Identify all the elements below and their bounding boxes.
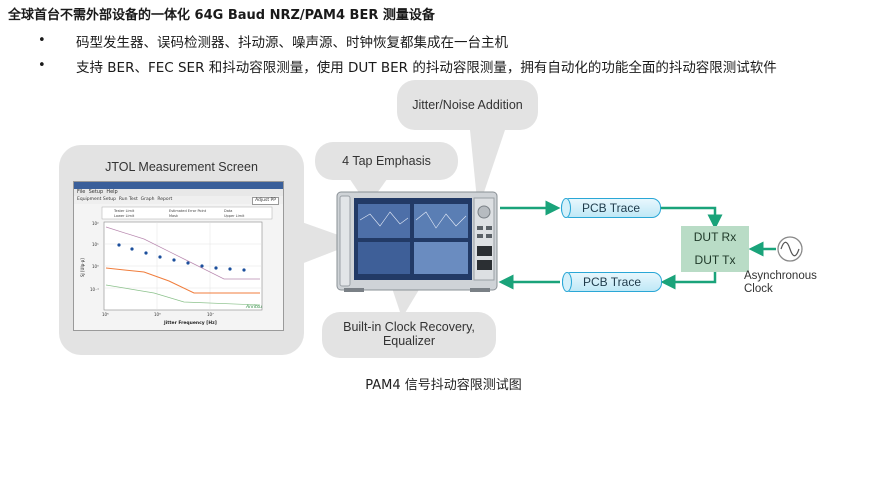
bullet-marker: • xyxy=(38,33,46,48)
pcb-to-dut-rx-arrow xyxy=(661,206,723,230)
ber-tester-instrument xyxy=(336,191,498,292)
list-item: • 码型发生器、误码检测器、抖动源、噪声源、时钟恢复都集成在一台主机 xyxy=(38,28,777,53)
clock-recovery-line1: Built-in Clock Recovery, xyxy=(343,320,475,334)
jitter-noise-callout-label: Jitter/Noise Addition xyxy=(412,98,523,112)
clock-recovery-callout: Built-in Clock Recovery, Equalizer xyxy=(322,312,496,358)
emphasis-callout-label: 4 Tap Emphasis xyxy=(342,154,431,168)
sine-wave-icon xyxy=(780,241,800,257)
jitter-noise-callout: Jitter/Noise Addition xyxy=(397,80,538,130)
pcb-trace-top: PCB Trace xyxy=(561,198,661,218)
jtol-legend-item: Upper Limit xyxy=(224,214,245,218)
jtol-legend-item: Mask xyxy=(169,214,179,218)
jtol-titlebar xyxy=(74,182,283,189)
jtol-xtick: 10⁷ xyxy=(207,312,214,317)
dut-box: DUT Rx DUT Tx xyxy=(681,226,749,272)
bullet-text: 支持 BER、FEC SER 和抖动容限测量，使用 DUT BER 的抖动容限测… xyxy=(76,59,777,76)
heading: 全球首台不需外部设备的一体化 64G Baud NRZ/PAM4 BER 测量设… xyxy=(8,8,435,23)
jtol-legend-item: Lower Limit xyxy=(114,214,135,218)
emphasis-callout: 4 Tap Emphasis xyxy=(315,142,458,180)
jtol-legend-box xyxy=(101,206,273,220)
jtol-data-points xyxy=(117,243,246,272)
dut-rx-label: DUT Rx xyxy=(693,230,737,244)
instrument-buttons xyxy=(477,226,492,270)
instrument-knob xyxy=(477,205,491,219)
pcb-trace-bottom: PCB Trace xyxy=(562,272,662,292)
jtol-ytick: 10⁰ xyxy=(92,264,99,269)
jtol-ylabel: SJ [UIp-p] xyxy=(80,258,85,277)
instrument-foot xyxy=(470,288,490,292)
screen-panel xyxy=(358,242,410,274)
clock-label-line2: Clock xyxy=(744,283,773,295)
screen-panel xyxy=(414,242,468,274)
jtol-pointer xyxy=(296,220,358,266)
instrument-control-panel xyxy=(473,197,495,281)
jtol-callout-label: JTOL Measurement Screen xyxy=(105,160,258,174)
anritsu-logo: Anritsu xyxy=(245,304,262,310)
jtol-xtick: 10⁶ xyxy=(154,312,161,317)
clock-label-line1: Asynchronous xyxy=(744,270,817,282)
jtol-graph: Tester Limit Estimated Error Point Data … xyxy=(80,206,273,326)
clock-recovery-line2: Equalizer xyxy=(382,334,436,348)
jtol-menu-setup: Setup xyxy=(88,189,104,195)
tab-equipment-setup: Equipment Setup xyxy=(77,197,116,202)
jtol-lower-limit-curve xyxy=(105,284,261,306)
jtol-xtick: 10⁵ xyxy=(102,312,109,317)
tab-graph: Graph xyxy=(140,197,155,202)
instrument-handle-left xyxy=(339,195,351,287)
jtol-menu-file: File xyxy=(77,189,86,195)
dut-tx-label: DUT Tx xyxy=(694,253,736,267)
jtol-ytick: 10⁻¹ xyxy=(90,287,99,292)
bullet-marker: • xyxy=(38,58,46,73)
diagram-caption: PAM4 信号抖动容限测试图 xyxy=(365,378,522,393)
instrument-foot xyxy=(344,288,364,292)
list-item: • 支持 BER、FEC SER 和抖动容限测量，使用 DUT BER 的抖动容… xyxy=(38,53,777,78)
bullet-text: 码型发生器、误码检测器、抖动源、噪声源、时钟恢复都集成在一台主机 xyxy=(76,34,508,51)
jtol-legend-item: Estimated Error Point xyxy=(169,209,207,213)
feature-list: • 码型发生器、误码检测器、抖动源、噪声源、时钟恢复都集成在一台主机 • 支持 … xyxy=(38,28,777,78)
jtol-ytick: 10¹ xyxy=(92,242,99,247)
asynchronous-clock-label: Asynchronous Clock xyxy=(744,270,817,296)
adjust-pp-button: Adjust PP xyxy=(252,197,279,205)
clock-recovery-pointer xyxy=(392,288,420,318)
jtol-mask-curve xyxy=(105,267,260,294)
jtol-legend-item: Tester Limit xyxy=(113,209,135,213)
jtol-menu-help: Help xyxy=(106,189,118,195)
jitter-pointer xyxy=(470,130,505,210)
jtol-ytick: 10² xyxy=(92,221,99,226)
jtol-legend-item: Data xyxy=(224,209,232,213)
jtol-tabbar: Equipment Setup Run Test Graph Report Ad… xyxy=(74,196,283,205)
jtol-menubar: File Setup Help xyxy=(74,189,283,196)
jtol-upper-limit-curve xyxy=(105,226,260,280)
jtol-screenshot: File Setup Help Equipment Setup Run Test… xyxy=(73,181,284,331)
tab-report: Report xyxy=(157,197,173,202)
screen-traces xyxy=(359,211,467,229)
screen-panel xyxy=(358,204,410,238)
jtol-xlabel: Jitter Frequency [Hz] xyxy=(163,320,217,326)
dut-tx-to-pcb-arrow xyxy=(660,272,717,290)
tab-run-test: Run Test xyxy=(118,197,138,202)
emphasis-pointer xyxy=(345,172,392,206)
